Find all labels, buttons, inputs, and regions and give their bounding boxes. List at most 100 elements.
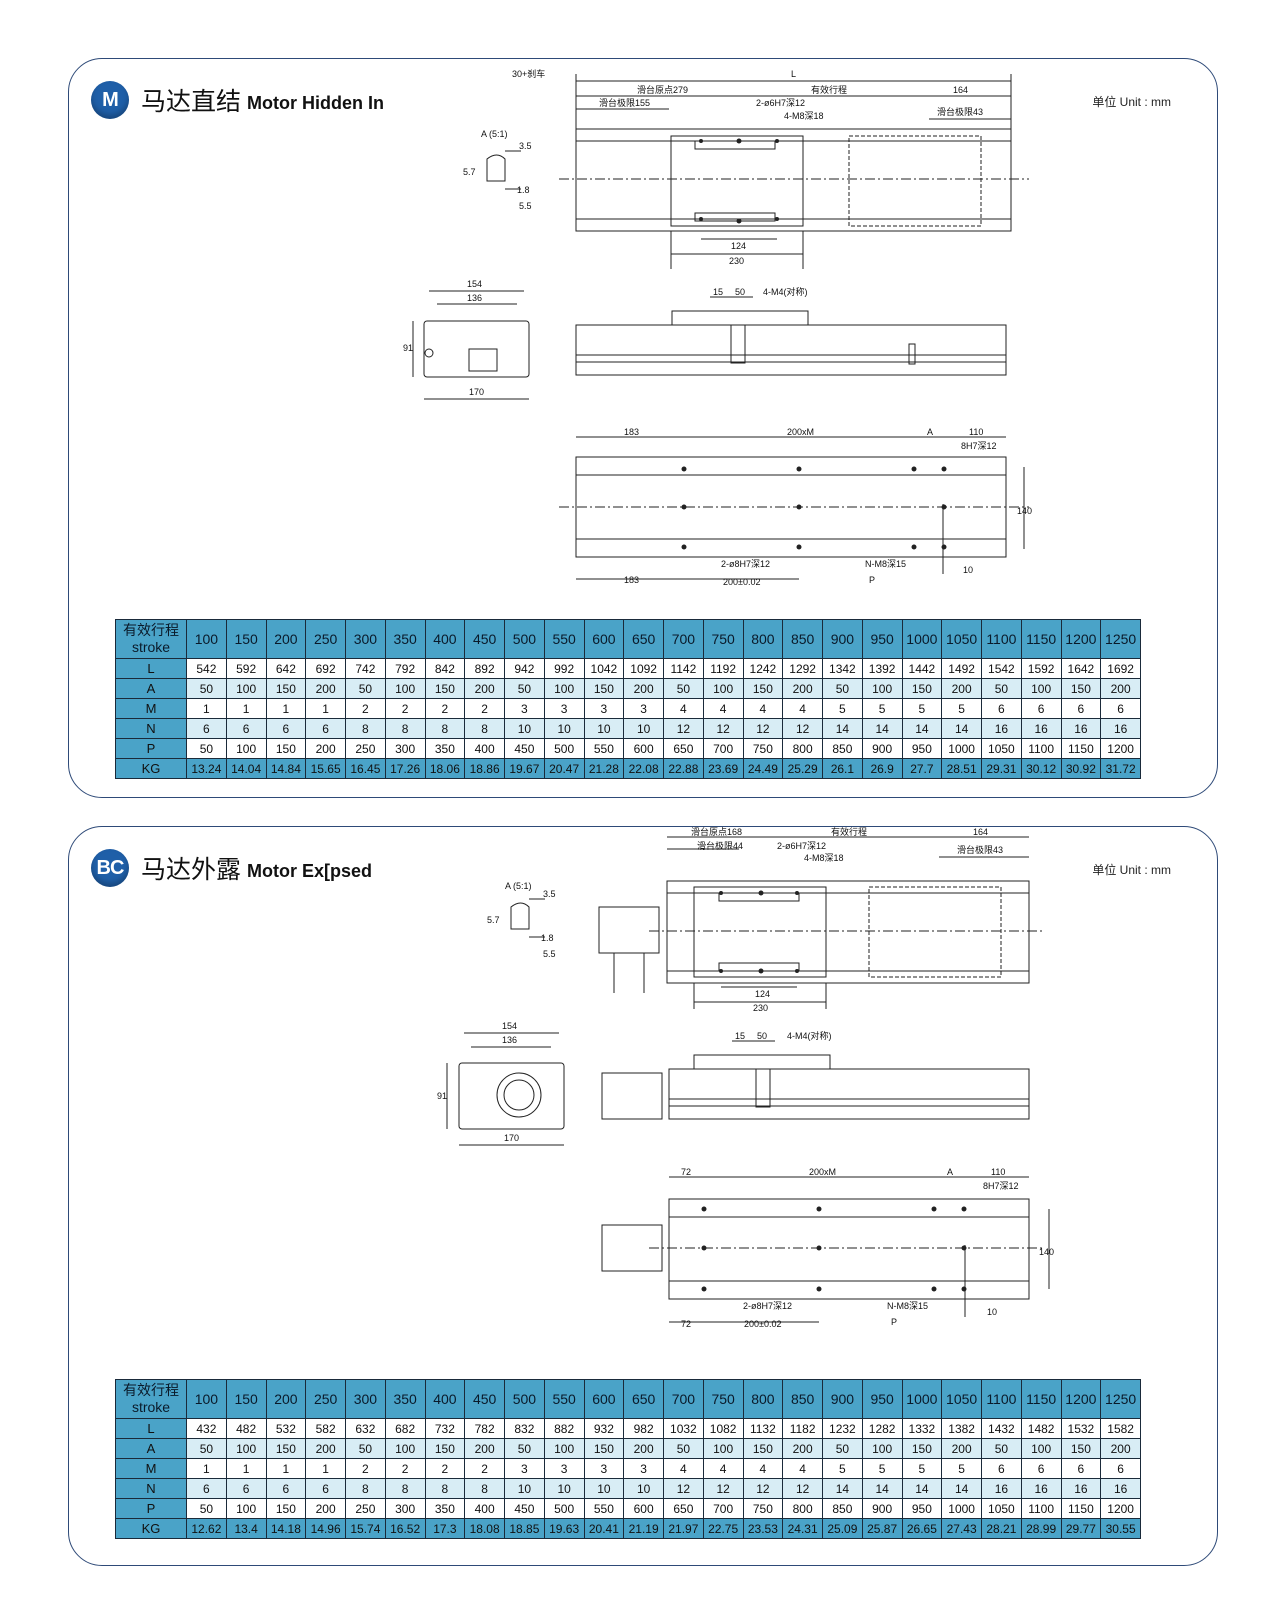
table-cell: 1342 — [822, 658, 863, 679]
table-cell: 1 — [186, 698, 227, 719]
dim-label: 有效行程 — [831, 827, 867, 837]
table-cell: 21.28 — [583, 758, 625, 779]
table-cell: 1442 — [901, 658, 943, 679]
table-cell: 14 — [861, 1478, 903, 1499]
header-label-cn: 有效行程 — [123, 622, 179, 638]
dim-label: 10 — [963, 565, 973, 575]
motor-bottom — [601, 1224, 663, 1272]
table-cell: 2 — [384, 1458, 426, 1479]
table-cell: 16 — [1100, 718, 1141, 739]
table-cell: 832 — [504, 1418, 545, 1439]
dim-label: 滑台原点279 — [637, 84, 688, 95]
table-cell: 1200 — [1100, 1498, 1141, 1519]
row-label-cell: KG — [115, 758, 187, 779]
table-cell: 16 — [1100, 1478, 1141, 1499]
table-cell: 650 — [663, 738, 704, 759]
table-cell: 28.99 — [1020, 1518, 1062, 1539]
dim-label: 滑台极限155 — [599, 97, 650, 108]
table-cell: 15.74 — [345, 1518, 386, 1539]
table-cell: 250 — [345, 738, 386, 759]
table-cell: 50 — [663, 1438, 704, 1459]
table-cell: 50 — [186, 738, 227, 759]
table-cell: 200 — [782, 678, 823, 699]
table-cell: 1092 — [623, 658, 664, 679]
table-cell: 1232 — [822, 1418, 863, 1439]
header-label-en: stroke — [131, 639, 171, 655]
table-cell: 50 — [345, 1438, 386, 1459]
table-cell: 200 — [305, 1498, 346, 1519]
table-cell: 50 — [186, 1438, 227, 1459]
table-cell: 10 — [504, 718, 545, 739]
dim-label: 5.5 — [519, 201, 532, 211]
table-cell: 29.77 — [1060, 1518, 1102, 1539]
table-cell: 1182 — [782, 1418, 823, 1439]
dim-label: 140 — [1017, 506, 1032, 516]
dim-label: 124 — [755, 989, 770, 999]
dim-label: 8H7深12 — [961, 441, 997, 451]
table-cell: 4 — [702, 698, 744, 719]
table-cell: 950 — [901, 1498, 943, 1519]
dim-label: 4-M8深18 — [804, 853, 844, 863]
dim-label: 2-ø6H7深12 — [777, 841, 826, 851]
table-cell: 26.65 — [901, 1518, 943, 1539]
table-cell: 200 — [464, 1438, 505, 1459]
table-cell: 50 — [981, 678, 1022, 699]
table-cell: 3 — [543, 1458, 585, 1479]
table-cell: 2 — [464, 698, 505, 719]
row-label-cell: L — [115, 1418, 187, 1439]
stroke-header-cell: 200 — [265, 619, 307, 659]
table-cell: 1332 — [901, 1418, 943, 1439]
table-cell: 500 — [543, 1498, 585, 1519]
table-cell: 16.52 — [384, 1518, 426, 1539]
table-cell: 5 — [941, 1458, 982, 1479]
table-cell: 4 — [742, 698, 784, 719]
table-cell: 20.47 — [543, 758, 585, 779]
stroke-header-cell: 1100 — [981, 1379, 1022, 1419]
stroke-header-cell: 1200 — [1060, 1379, 1102, 1419]
table-cell: 632 — [345, 1418, 386, 1439]
table-cell: 1 — [265, 1458, 307, 1479]
row-label-cell: M — [115, 698, 187, 719]
table-cell: 1042 — [583, 658, 625, 679]
drawing-svg-bc: L 滑台原点168 有效行程 164 滑台极限44 2-ø6H7深12 4-M8… — [437, 813, 1054, 1329]
dim-label: 50 — [757, 1031, 767, 1041]
table-cell: 6 — [1060, 698, 1102, 719]
dim-label: L — [791, 69, 796, 79]
table-cell: 50 — [345, 678, 386, 699]
table-cell: 450 — [504, 738, 545, 759]
table-cell: 150 — [265, 1498, 307, 1519]
dim-label: A (5:1) — [481, 129, 508, 139]
row-label-cell: KG — [115, 1518, 187, 1539]
table-cell: 1000 — [941, 1498, 982, 1519]
stroke-header-cell: 650 — [623, 1379, 664, 1419]
table-cell: 50 — [981, 1438, 1022, 1459]
dim-label: 15 — [713, 287, 723, 297]
dim-label: 5.7 — [463, 167, 476, 177]
table-cell: 100 — [225, 738, 267, 759]
table-cell: 100 — [225, 678, 267, 699]
table-cell: 1050 — [981, 738, 1022, 759]
dim-label: 154 — [467, 279, 482, 289]
table-cell: 742 — [345, 658, 386, 679]
table-cell: 792 — [384, 658, 426, 679]
row-label-cell: P — [115, 738, 187, 759]
table-cell: 19.67 — [504, 758, 545, 779]
table-cell: 5 — [822, 698, 863, 719]
table-cell: 8 — [424, 1478, 466, 1499]
table-cell: 542 — [186, 658, 227, 679]
table-cell: 900 — [861, 1498, 903, 1519]
dim-label: 154 — [502, 1021, 517, 1031]
table-cell: 150 — [742, 1438, 784, 1459]
table-cell: 4 — [782, 698, 823, 719]
table-cell: 100 — [225, 1438, 267, 1459]
table-cell: 50 — [663, 678, 704, 699]
table-cell: 732 — [424, 1418, 466, 1439]
table-cell: 4 — [742, 1458, 784, 1479]
table-cell: 15.65 — [305, 758, 346, 779]
table-cell: 22.08 — [623, 758, 664, 779]
table-cell: 50 — [186, 1498, 227, 1519]
table-cell: 25.09 — [822, 1518, 863, 1539]
stroke-header-cell: 800 — [742, 1379, 784, 1419]
